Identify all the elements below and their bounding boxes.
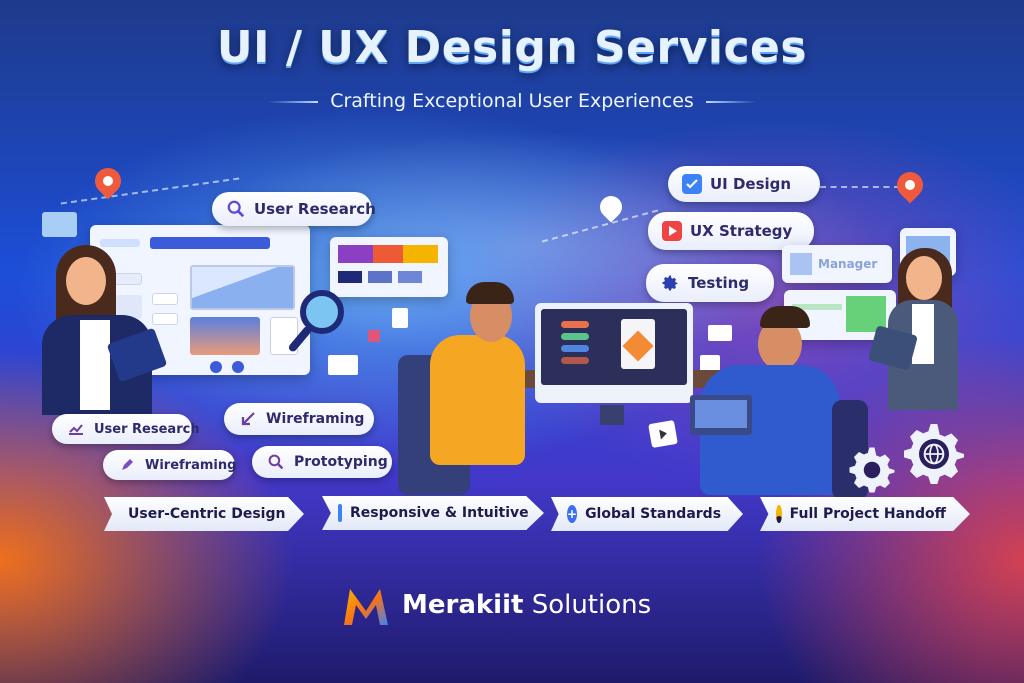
pill-label: Testing xyxy=(688,274,750,292)
pill-ux-strategy[interactable]: UX Strategy xyxy=(648,212,814,250)
man-right-hair xyxy=(760,306,810,328)
manager-label: Manager xyxy=(818,257,878,271)
ribbon-user-centric-design[interactable]: User-Centric Design xyxy=(104,497,304,531)
envelope-icon xyxy=(708,325,732,341)
search-icon xyxy=(266,452,286,472)
ribbon-label: Responsive & Intuitive xyxy=(350,505,529,521)
pill-skill-wireframing-2[interactable]: Wireframing xyxy=(103,450,237,480)
laptop-icon xyxy=(690,395,752,435)
ribbon-label: Full Project Handoff xyxy=(789,506,946,522)
dashed-connector xyxy=(820,186,900,188)
pill-testing[interactable]: Testing xyxy=(646,264,774,302)
message-card-icon xyxy=(42,212,77,237)
globe-gear-icon xyxy=(894,414,974,494)
woman-right-head xyxy=(906,256,942,300)
divider-left xyxy=(268,100,319,103)
small-gear-icon xyxy=(842,440,902,500)
ribbon-global-standards[interactable]: + Global Standards xyxy=(551,497,743,531)
woman-with-tablet-illustration xyxy=(50,245,130,335)
brand-logo: Merakiit Solutions xyxy=(340,585,651,625)
monitor-screen xyxy=(541,309,687,385)
pill-user-research[interactable]: User Research xyxy=(212,192,376,226)
pill-label: UI Design xyxy=(710,175,792,193)
page-subtitle: Crafting Exceptional User Experiences xyxy=(0,90,1024,112)
pill-skill-prototyping[interactable]: Prototyping xyxy=(252,446,392,478)
monitor-stand xyxy=(600,405,624,425)
pill-label: UX Strategy xyxy=(690,222,793,240)
pill-skill-wireframing[interactable]: Wireframing xyxy=(224,403,374,435)
man-left-hair xyxy=(466,282,514,304)
play-icon xyxy=(662,221,682,241)
pencil-icon xyxy=(117,455,137,475)
document-icon xyxy=(392,308,408,328)
envelope-icon xyxy=(328,355,358,375)
arrow-down-left-icon xyxy=(238,409,258,429)
brand-name-bold: Merakiit xyxy=(402,590,524,620)
divider-right xyxy=(705,100,756,103)
pill-label: Prototyping xyxy=(294,454,388,470)
brand-name: Merakiit Solutions xyxy=(402,590,651,620)
color-palette-card xyxy=(330,237,448,297)
play-card-icon xyxy=(648,419,678,449)
location-pin-icon xyxy=(891,166,929,204)
woman-right-shirt xyxy=(912,304,934,364)
man-yellow-shirt-illustration xyxy=(430,335,525,465)
checkbox-icon xyxy=(682,174,702,194)
merakiit-logo-icon xyxy=(340,585,392,625)
subtitle-text: Crafting Exceptional User Experiences xyxy=(330,90,694,112)
manager-card: Manager xyxy=(782,245,892,283)
pill-ui-design[interactable]: UI Design xyxy=(668,166,820,202)
gear-icon xyxy=(660,273,680,293)
monitor xyxy=(535,303,693,403)
mobile-icon xyxy=(338,504,342,522)
search-icon xyxy=(226,199,246,219)
chart-thumbnail xyxy=(190,265,295,310)
brand-name-light: Solutions xyxy=(531,590,652,620)
pill-label: Wireframing xyxy=(145,457,237,473)
pill-label: User Research xyxy=(94,421,200,437)
globe-plane-icon: + xyxy=(567,505,578,523)
ribbon-label: Global Standards xyxy=(585,506,722,522)
ribbon-label: User-Centric Design xyxy=(128,506,286,522)
user-icon xyxy=(776,505,782,523)
pill-label: Wireframing xyxy=(266,411,365,427)
pill-skill-user-research[interactable]: User Research xyxy=(52,414,200,444)
badge-square xyxy=(368,330,380,342)
area-chart-thumbnail xyxy=(190,317,260,355)
ribbon-responsive-intuitive[interactable]: Responsive & Intuitive xyxy=(322,496,544,530)
pill-label: User Research xyxy=(254,200,376,218)
woman-shirt xyxy=(80,320,110,410)
page-title: UI / UX Design Services xyxy=(216,22,808,73)
magnifier-icon xyxy=(300,290,344,334)
chart-pen-icon xyxy=(66,419,86,439)
ribbon-full-project-handoff[interactable]: Full Project Handoff xyxy=(760,497,970,531)
